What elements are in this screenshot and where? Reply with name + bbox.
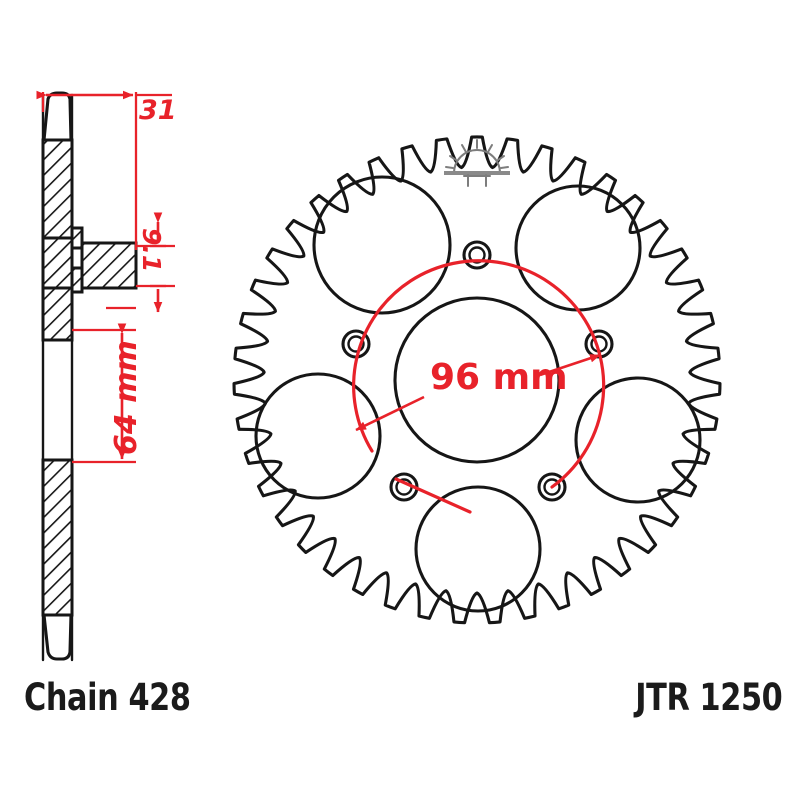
section-hub-lower <box>41 286 74 342</box>
section-boss-lower <box>70 266 84 294</box>
section-rim-lower <box>41 458 74 617</box>
dimension-31 <box>36 90 172 250</box>
section-hub-middle <box>41 236 74 290</box>
dimension-9-1 <box>136 212 175 313</box>
bolt-hole-lower-right <box>537 472 567 502</box>
lightening-hole-top-right <box>514 184 642 312</box>
bolt-circle-leader <box>394 477 472 514</box>
dimension-label-31: 31 <box>139 95 177 126</box>
section-flange <box>80 241 138 290</box>
section-tooth-tip-bottom <box>42 613 73 661</box>
lightening-hole-right <box>574 376 702 504</box>
part-number-label: JTR 1250 <box>634 676 782 719</box>
lightening-hole-bottom <box>414 485 542 613</box>
section-dimensions <box>36 90 175 464</box>
dimension-96-left-arrow <box>355 395 425 432</box>
bolt-pitch-circle-arc <box>352 259 606 489</box>
dimension-64mm <box>72 306 136 464</box>
dimension-96-right-arrow <box>539 353 601 377</box>
face-view <box>232 135 722 625</box>
chain-size-label: Chain 428 <box>24 676 191 719</box>
dimension-label-96mm: 96 mm <box>430 357 568 398</box>
dimension-label-64mm: 64 mm <box>109 340 144 455</box>
bolt-circle-dimension <box>352 259 606 514</box>
section-view <box>41 91 138 662</box>
section-rim-upper <box>41 138 74 240</box>
sprocket-tooth-profile <box>232 135 722 625</box>
bolt-hole-top <box>462 240 492 270</box>
lightening-hole-left <box>254 372 382 500</box>
lightening-hole-top-left <box>312 175 452 315</box>
center-bore <box>393 296 561 464</box>
sunrise-logo <box>444 139 510 187</box>
section-tooth-tip-top <box>42 91 73 142</box>
dimension-label-9-1: 9.1 <box>137 228 166 273</box>
